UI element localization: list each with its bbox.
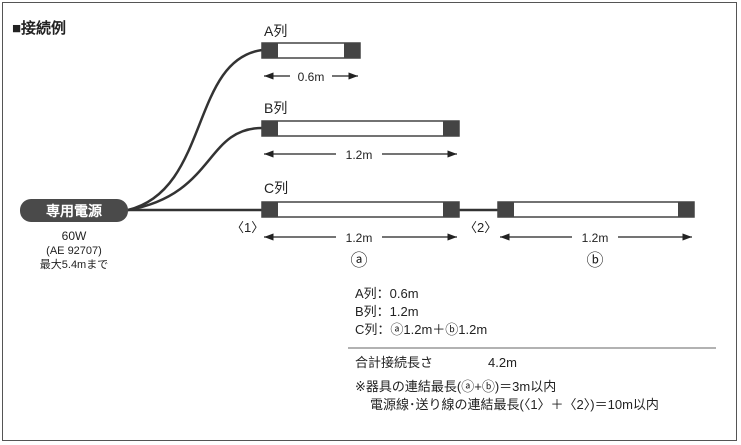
summary: A列：0.6m B列：1.2m C列：ⓐ1.2m＋ⓑ1.2m 合計接続長さ 4.… (348, 286, 716, 412)
row-b: B列 1.2m (261, 100, 460, 162)
diagram-title: ■接続例 (12, 19, 66, 37)
connector-1-label: 〈1〉 (231, 220, 264, 235)
power-supply: 専用電源 60W (AE 92707) 最大5.4mまで (20, 199, 128, 271)
summary-line-a: A列：0.6m (355, 286, 419, 301)
dimension-c2-label: 1.2m (582, 231, 609, 245)
unit-marker-a: ⓐ (351, 251, 368, 270)
summary-line-b: B列：1.2m (355, 304, 419, 319)
row-c-label: C列 (264, 180, 288, 196)
fixture-c1-cap-right (443, 202, 459, 217)
summary-note-2: 電源線･送り線の連結最長(〈1〉＋〈2〉)＝10m以内 (370, 397, 659, 412)
fixture-c1-body (261, 201, 460, 218)
connector-2-label: 〈2〉 (464, 220, 497, 235)
dimension-b-label: 1.2m (346, 148, 373, 162)
cable-to-row-b (127, 126, 263, 212)
fixture-b-cap-right (443, 121, 459, 136)
cable-to-row-a (127, 48, 263, 212)
summary-total-label: 合計接続長さ (355, 355, 433, 370)
power-supply-model: (AE 92707) (46, 245, 102, 257)
cables (127, 48, 498, 212)
dimension-c1-label: 1.2m (346, 231, 373, 245)
diagram-frame (2, 2, 737, 441)
row-b-label: B列 (264, 100, 287, 116)
power-supply-label: 専用電源 (46, 203, 102, 219)
fixture-c2-body (497, 201, 695, 218)
summary-total-value: 4.2m (488, 355, 517, 370)
summary-note-1: ※器具の連結最長(ⓐ+ⓑ)＝3m以内 (355, 379, 556, 394)
fixture-c2-cap-left (498, 202, 514, 217)
dimension-a-label: 0.6m (298, 70, 325, 84)
fixture-b-body (261, 120, 460, 137)
fixture-b-cap-left (262, 121, 278, 136)
fixture-a-cap-left (262, 43, 278, 58)
row-c: C列 〈1〉 〈2〉 1.2m 1.2m ⓐ ⓑ (231, 180, 695, 270)
fixture-c1-cap-left (262, 202, 278, 217)
power-supply-wattage: 60W (62, 229, 87, 243)
row-a-label: A列 (264, 23, 287, 39)
summary-line-c: C列：ⓐ1.2m＋ⓑ1.2m (355, 322, 487, 337)
power-supply-box (20, 199, 128, 222)
fixture-c2-cap-right (678, 202, 694, 217)
row-a: A列 0.6m (261, 23, 361, 84)
unit-marker-b: ⓑ (587, 251, 604, 270)
power-supply-max-length: 最大5.4mまで (40, 257, 108, 271)
fixture-a-cap-right (344, 43, 360, 58)
